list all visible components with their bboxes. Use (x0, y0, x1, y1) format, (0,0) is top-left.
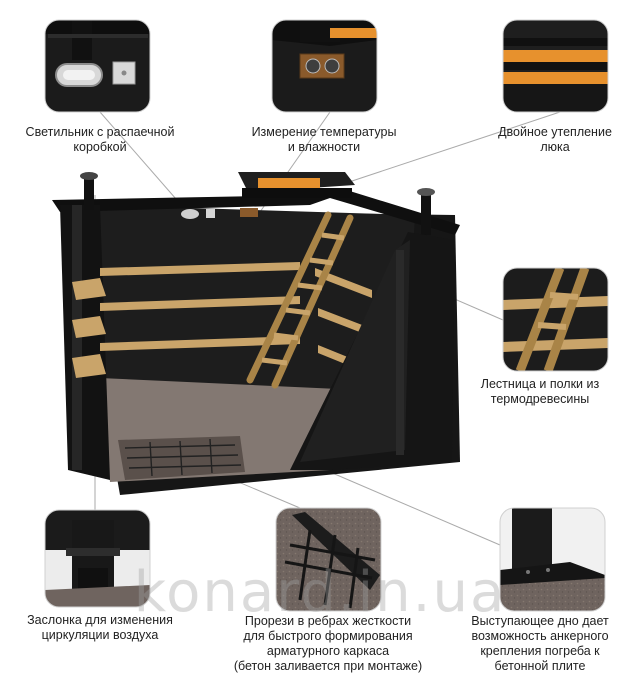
right-wall-face (300, 240, 410, 462)
caption-lamp: Светильник с распаечной коробкой (25, 125, 175, 154)
junction-box-small (206, 209, 215, 218)
sensor-small (240, 208, 258, 217)
vent-pipe-right (417, 188, 435, 235)
inset-ladder (502, 267, 609, 372)
shelves (72, 262, 372, 378)
top-rim (52, 188, 460, 235)
caption-sensor: Измерение температуры и влажности (251, 125, 397, 154)
inset-damper (44, 509, 151, 608)
insulation-layer-top (503, 50, 608, 62)
ladder (246, 211, 354, 389)
inset-lamp (44, 19, 151, 113)
inset-slots (275, 507, 382, 612)
lamp-small (181, 209, 199, 219)
inset-base (499, 507, 606, 612)
caption-hatch: Двойное утепление люка (498, 125, 612, 154)
caption-base: Выступающее дно дает возможность анкерно… (471, 614, 609, 673)
right-rib (396, 250, 404, 455)
inset-sensor (271, 19, 378, 113)
caption-ladder: Лестница и полки из термодревесины (480, 377, 600, 406)
ladder-rungs (261, 232, 345, 366)
rebar-grid (124, 438, 242, 477)
hatch (238, 172, 355, 198)
caption-damper: Заслонка для изменения циркуляции воздух… (27, 613, 173, 642)
inset-hatch (502, 19, 609, 113)
cellar-model (52, 172, 460, 495)
insulation-layer-bottom (503, 72, 608, 84)
caption-slots: Прорези в ребрах жесткости для быстрого … (233, 614, 423, 673)
watermark: konard.in.ua (133, 560, 507, 625)
vent-pipe-left (80, 172, 98, 210)
